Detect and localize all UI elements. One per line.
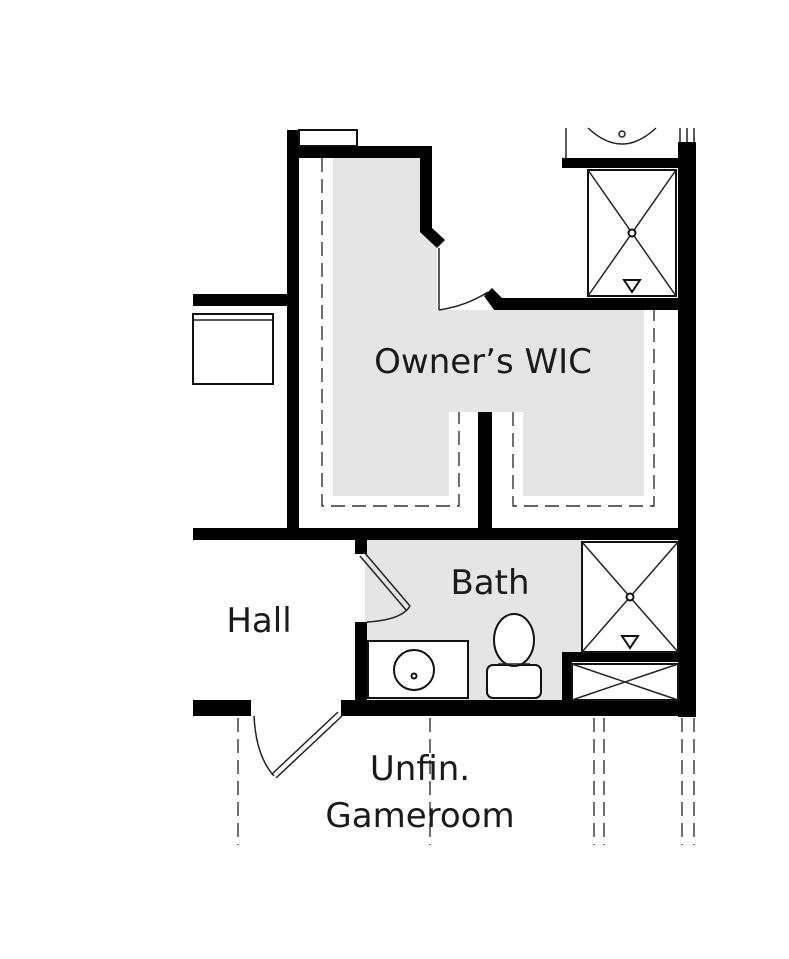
- vanity-sink: [367, 640, 469, 699]
- linen-cabinet: [571, 663, 679, 701]
- gameroom-dashed-lines: [237, 718, 695, 845]
- toilet: [486, 613, 542, 699]
- room-label-gameroom-line2: Gameroom: [325, 796, 514, 836]
- owners-shower: [587, 169, 677, 297]
- owners-wic-floor: [333, 158, 644, 496]
- bath-door: [359, 551, 411, 623]
- room-label-gameroom-line1: Unfin.: [370, 749, 470, 789]
- left-window: [192, 313, 274, 385]
- top-right-window: [679, 128, 695, 142]
- wic-shelf-outline-right: [512, 310, 655, 507]
- walls: [193, 130, 696, 717]
- wic-shelf-outline: [321, 158, 460, 507]
- gameroom-door: [253, 711, 343, 779]
- top-window: [298, 129, 358, 147]
- bath-shower: [581, 541, 679, 653]
- room-label-bath: Bath: [450, 563, 529, 603]
- wic-door: [438, 248, 489, 311]
- tub: [565, 127, 657, 158]
- room-label-owners-wic: Owner’s WIC: [374, 342, 592, 382]
- room-label-hall: Hall: [226, 601, 291, 641]
